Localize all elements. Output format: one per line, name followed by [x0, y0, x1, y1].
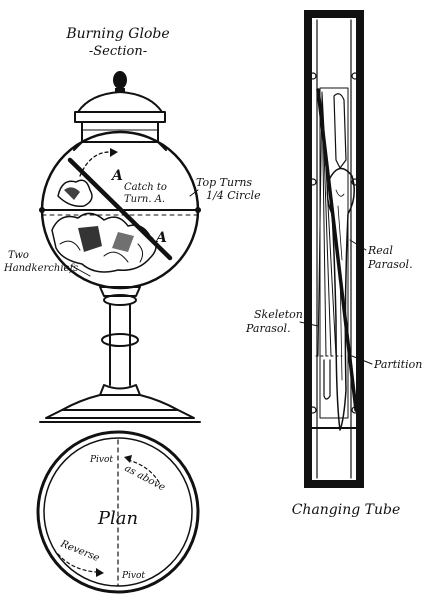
- stand-knop-low: [99, 384, 141, 396]
- title-line-1: Burning Globe: [65, 26, 169, 42]
- real-parasol-folds: [335, 189, 345, 381]
- real-parasol-label-1: Real: [367, 244, 393, 257]
- skeleton-parasol-ribs: [317, 91, 337, 357]
- handkerchief-folds: [59, 240, 144, 263]
- globe-collar: [81, 121, 159, 143]
- plan-outer-circle: [36, 430, 200, 594]
- as-above-arrow-head: [124, 455, 132, 463]
- skeleton-leader: [299, 321, 319, 327]
- real-parasol-leader: [349, 239, 367, 251]
- real-parasol-body: [326, 167, 355, 431]
- stand-base-upper: [61, 394, 179, 411]
- skeleton-parasol-handle: [323, 359, 331, 400]
- rotation-arrow-head: [110, 148, 118, 157]
- stand-knop-top: [103, 294, 137, 306]
- label-a-lower: A: [154, 230, 167, 246]
- tube-partition: [316, 88, 358, 412]
- label-a-upper: A: [110, 168, 123, 184]
- handkerchiefs-label-2: Handkerchiefs: [3, 263, 78, 274]
- lid-dome: [77, 91, 163, 113]
- top-turns-leader: [189, 189, 199, 197]
- handkerchief-shade-2: [112, 232, 134, 252]
- equator-pin-left: [39, 207, 45, 213]
- skeleton-label-1: Skeleton: [254, 308, 303, 321]
- stand-base-lower: [45, 409, 195, 419]
- tube-pin-3: [309, 178, 317, 186]
- plan-view: Plan Pivot Pivot as above Reverse: [36, 430, 200, 594]
- tube-pin-1: [309, 72, 317, 80]
- real-parasol-handle: [333, 93, 347, 169]
- top-turns-label-1: Top Turns: [196, 176, 252, 189]
- real-parasol-label-2: Parasol.: [367, 258, 413, 271]
- top-turns-label-2: 1/4 Circle: [206, 189, 261, 202]
- changing-tube: Real Parasol. Skeleton Parasol. Partitio…: [245, 10, 422, 518]
- lid-rim: [74, 111, 166, 123]
- tube-pin-5: [309, 406, 317, 414]
- rotation-arrow: [79, 151, 111, 177]
- partition-leader: [351, 355, 373, 365]
- collar-shoulder: [73, 141, 167, 151]
- partition-a: [67, 157, 173, 261]
- finial-neck: [115, 88, 125, 92]
- handkerchiefs-label-1: Two: [8, 250, 29, 261]
- handkerchief-upper: [57, 179, 93, 208]
- plan-label: Plan: [97, 508, 138, 529]
- handkerchief-shade-1: [78, 226, 102, 252]
- burning-globe: A A Catch to Turn. A. Top Turns 1/4 Circ…: [3, 71, 261, 423]
- tube-pin-2: [351, 72, 359, 80]
- changing-tube-caption: Changing Tube: [292, 502, 401, 518]
- catch-label-1: Catch to: [124, 182, 167, 193]
- pivot-top-label: Pivot: [89, 455, 113, 465]
- stand-cup: [99, 286, 141, 297]
- as-above-arrow: [127, 459, 161, 485]
- handkerchief-upper-shade: [64, 187, 80, 200]
- reverse-arrow: [57, 553, 97, 573]
- stand-knop-mid: [101, 333, 139, 347]
- reverse-arrow-head: [96, 568, 104, 577]
- finial-knob: [113, 71, 127, 89]
- title-line-2: -Section-: [89, 44, 147, 59]
- pivot-bottom-label: Pivot: [121, 571, 145, 581]
- equator-pin-right: [195, 207, 201, 213]
- partition-label: Partition: [373, 358, 422, 371]
- tube-outer-wall: [304, 10, 364, 488]
- skeleton-label-2: Parasol.: [245, 322, 291, 335]
- handkerchiefs-leader: [71, 265, 91, 277]
- catch-label-2: Turn. A.: [124, 194, 165, 205]
- tube-pin-4: [351, 178, 359, 186]
